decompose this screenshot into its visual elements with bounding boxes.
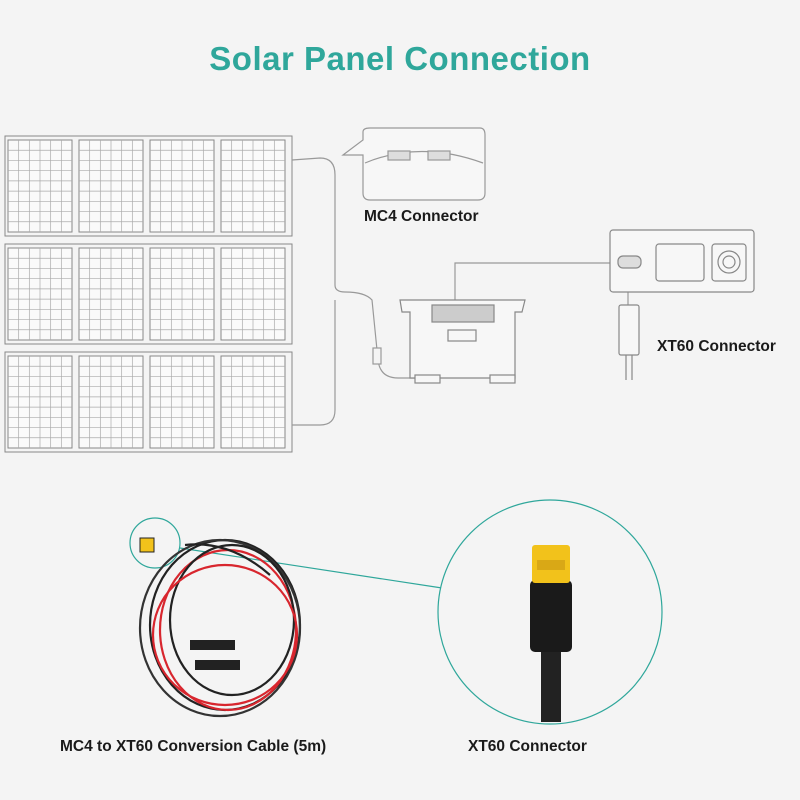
- mc4-connector-label: MC4 Connector: [364, 208, 479, 225]
- xt60-connector-closeup: [530, 545, 572, 722]
- solar-panel: [4, 135, 293, 237]
- xt60-connector-label-bottom: XT60 Connector: [468, 738, 587, 755]
- port-panel: [609, 229, 755, 380]
- power-station: [399, 299, 526, 384]
- page-title: Solar Panel Connection: [209, 40, 591, 77]
- xt60-connector-label-top: XT60 Connector: [657, 338, 776, 355]
- conversion-cable-label: MC4 to XT60 Conversion Cable (5m): [60, 738, 327, 755]
- cable-coil: [138, 537, 302, 718]
- solar-panel: [4, 351, 293, 453]
- solar-panel: [4, 243, 293, 345]
- solar-panels: [4, 135, 293, 453]
- mc4-connector-callout: [341, 127, 486, 201]
